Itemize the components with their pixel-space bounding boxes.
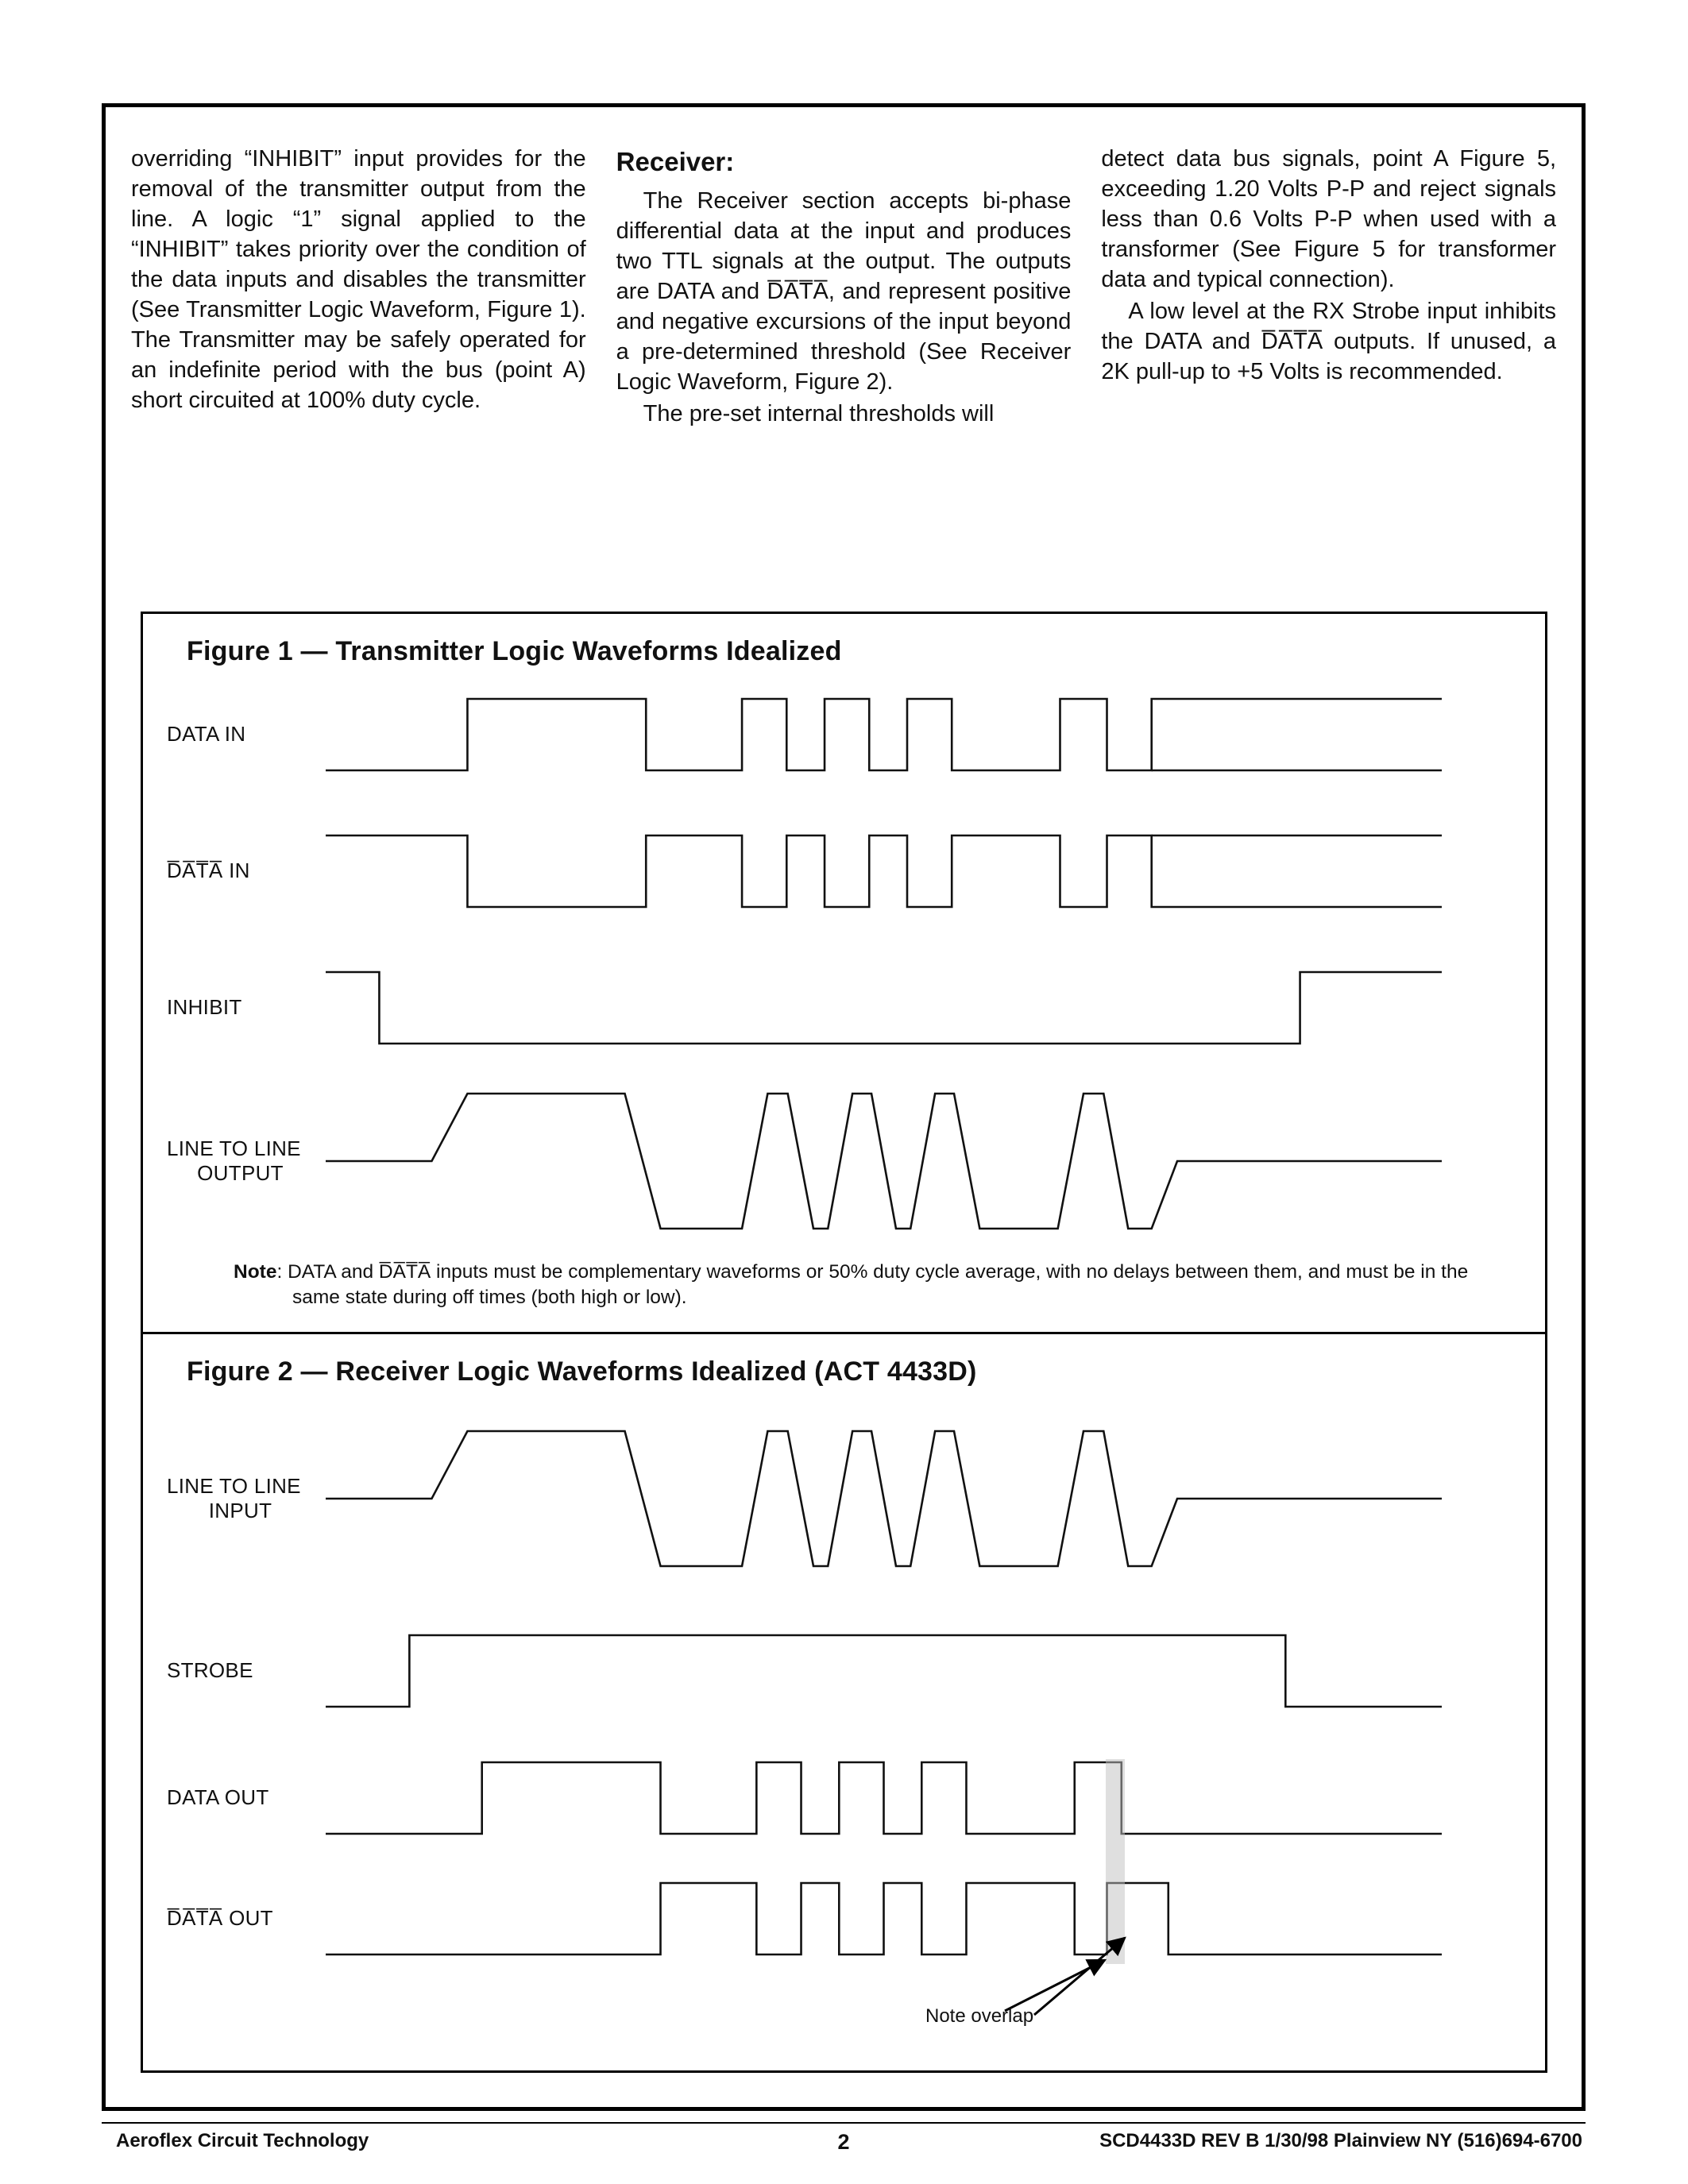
label-line-1: LINE TO LINE <box>167 1473 301 1498</box>
column-2-paragraph-1: The Receiver section accepts bi-phase di… <box>616 188 1072 396</box>
footer-doc-id: SCD4433D REV B 1/30/98 Plainview NY (516… <box>1099 2130 1582 2151</box>
column-2-paragraph-2: The pre-set internal thresholds will <box>643 401 995 427</box>
waveform-label-data-out-bar: D̅A̅T̅A̅ OUT <box>167 1906 273 1931</box>
waveform-row-data-in-bar: D̅A̅T̅A̅ IN <box>143 828 1545 915</box>
waveform-label-line-to-line-output: LINE TO LINE OUTPUT <box>167 1136 326 1186</box>
waveform-row-data-out-bar: D̅A̅T̅A̅ OUT <box>143 1875 1545 1962</box>
figure-1-box: Figure 1 — Transmitter Logic Waveforms I… <box>141 612 1547 1334</box>
column-3-paragraph-1: detect data bus signals, point A Figure … <box>1101 146 1557 292</box>
waveform-line-to-line-output <box>326 1074 1442 1248</box>
figure-2-box: Figure 2 — Receiver Logic Waveforms Idea… <box>141 1332 1547 2073</box>
waveform-row-inhibit: INHIBIT <box>143 964 1545 1051</box>
column-3-paragraph-2: A low level at the RX Strobe input inhib… <box>1101 298 1557 384</box>
waveform-inhibit <box>326 964 1442 1051</box>
waveform-data-in <box>326 691 1442 778</box>
label-line-2: OUTPUT <box>197 1161 284 1185</box>
column-3: detect data bus signals, point A Figure … <box>1101 145 1556 430</box>
waveform-line-to-line-input <box>326 1411 1442 1586</box>
receiver-heading: Receiver: <box>616 147 735 176</box>
waveform-row-line-to-line-input: LINE TO LINE INPUT <box>143 1411 1545 1586</box>
waveform-label-strobe: STROBE <box>167 1658 253 1683</box>
footer-rule <box>102 2122 1586 2124</box>
column-1: overriding “INHIBIT” input provides for … <box>131 145 586 430</box>
waveform-label-data-in: DATA IN <box>167 722 246 747</box>
label-line-1: LINE TO LINE <box>167 1136 301 1160</box>
overlap-arrow-left <box>1004 1958 1107 2012</box>
waveform-row-data-in: DATA IN <box>143 691 1545 778</box>
figure-1-note: Note: DATA and D̅A̅T̅A̅ inputs must be c… <box>143 1260 1545 1311</box>
page-number: 2 <box>837 2130 850 2154</box>
waveform-label-inhibit: INHIBIT <box>167 995 242 1020</box>
waveform-data-in-bar <box>326 828 1442 915</box>
note-text: : DATA and D̅A̅T̅A̅ inputs must be compl… <box>276 1261 1469 1309</box>
column-1-paragraph: overriding “INHIBIT” input provides for … <box>131 146 586 413</box>
waveform-row-strobe: STROBE <box>143 1627 1545 1715</box>
waveform-row-line-to-line-output: LINE TO LINE OUTPUT <box>143 1074 1545 1248</box>
body-text-columns: overriding “INHIBIT” input provides for … <box>131 145 1556 430</box>
label-line-2: INPUT <box>208 1499 272 1522</box>
waveform-row-data-out: DATA OUT <box>143 1754 1545 1842</box>
waveform-data-out <box>326 1754 1442 1842</box>
waveform-data-out-bar <box>326 1875 1442 1962</box>
waveform-label-data-out: DATA OUT <box>167 1785 269 1810</box>
waveform-label-data-in-bar: D̅A̅T̅A̅ IN <box>167 859 250 883</box>
figure-2-title: Figure 2 — Receiver Logic Waveforms Idea… <box>187 1356 977 1387</box>
note-label: Note <box>234 1261 277 1283</box>
waveform-label-line-to-line-input: LINE TO LINE INPUT <box>167 1474 326 1523</box>
figure-1-title: Figure 1 — Transmitter Logic Waveforms I… <box>187 636 842 666</box>
waveform-strobe <box>326 1627 1442 1715</box>
column-2: Receiver: The Receiver section accepts b… <box>616 145 1072 430</box>
footer-company: Aeroflex Circuit Technology <box>116 2130 369 2151</box>
note-overlap-label: Note overlap <box>925 2005 1034 2027</box>
